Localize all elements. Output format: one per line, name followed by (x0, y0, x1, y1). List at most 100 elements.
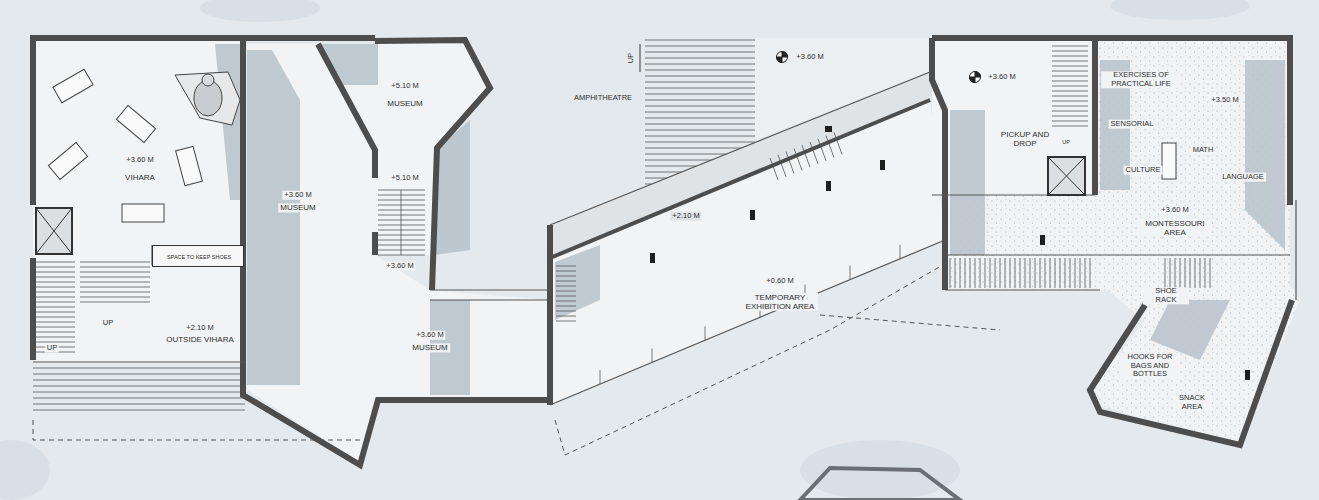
level-mark: +3.60 M (986, 73, 1017, 82)
stair-line (36, 337, 75, 338)
stair-line (645, 118, 755, 119)
stair-line (33, 386, 245, 387)
stair-line (33, 380, 245, 381)
stair-line (1052, 96, 1088, 97)
level-mark: +3.60 M (1159, 206, 1190, 215)
stair-line (378, 245, 425, 246)
stair-line (990, 258, 991, 288)
floors (33, 38, 1300, 462)
plan-label: UP (45, 344, 59, 353)
stair-line (1052, 81, 1088, 82)
plan-label: +2.10 M (670, 212, 701, 221)
stair-line (80, 302, 150, 303)
stair-line (36, 332, 75, 333)
stair-line (645, 124, 755, 125)
stair-line (556, 291, 576, 292)
stair-line (36, 327, 75, 328)
room: HOOKS FOR BAGS AND BOTTLES SNACK AREA (1100, 300, 1285, 438)
stair-line (1190, 258, 1191, 288)
stair-line (1025, 258, 1026, 288)
plan-label: MATH (1191, 146, 1216, 155)
stair-line (645, 70, 755, 71)
stair-line (960, 258, 961, 288)
stair-line (378, 190, 425, 191)
stair-line (778, 155, 786, 177)
stair-line (970, 258, 971, 288)
stair-line (378, 215, 425, 216)
plan-label: +3.60 M (794, 53, 825, 62)
stair-line (556, 311, 576, 312)
stair-line (850, 266, 851, 280)
stair-line (1185, 258, 1186, 288)
stair-line (36, 322, 75, 323)
room-name: MUSEUM (385, 99, 425, 108)
stair-line (1052, 101, 1088, 102)
room: +5.10 MMUSEUM (330, 50, 470, 145)
room: +2.10 MOUTSIDE VIHARA (80, 308, 245, 360)
room-name: MUSEUM (410, 343, 450, 352)
columns (650, 126, 1250, 380)
site-outline (800, 468, 960, 500)
stair-line (36, 277, 75, 278)
stair-line (645, 112, 755, 113)
stair-line (1055, 258, 1056, 288)
stair-line (1010, 258, 1011, 288)
stair-line (652, 348, 653, 362)
stair-line (645, 136, 755, 137)
stair-line (80, 292, 150, 293)
stair-line (1090, 258, 1091, 288)
stair-line (556, 266, 576, 267)
stair-line (1052, 91, 1088, 92)
stair-line (995, 258, 996, 288)
stair-line (645, 100, 755, 101)
stair-line (33, 404, 245, 405)
stair-line (36, 307, 75, 308)
furniture (48, 69, 1176, 222)
stair-line (1050, 258, 1051, 288)
dashed-outlines (33, 262, 1000, 455)
stair-line (378, 230, 425, 231)
stair-line (36, 267, 75, 268)
shadows (215, 44, 1285, 395)
stair-line (645, 142, 755, 143)
stair-line (33, 368, 245, 369)
stair-line (645, 46, 755, 47)
stair-line (645, 82, 755, 83)
stair-line (378, 235, 425, 236)
stair-line (1035, 258, 1036, 288)
stair-line (1080, 258, 1081, 288)
plan-label: AMPHITHEATRE (572, 94, 634, 103)
stair-line (378, 200, 425, 201)
stair-line (36, 342, 75, 343)
plan-label: EXERCISES OF PRACTICAL LIFE (1101, 71, 1181, 88)
stair-line (1085, 258, 1086, 288)
room-name: PICKUP AND DROP (998, 130, 1052, 148)
stair-line (556, 301, 576, 302)
room-name: VIHARA (123, 173, 157, 182)
repeated-linework (33, 40, 1210, 410)
stair-line (1060, 258, 1061, 288)
stair-line (645, 106, 755, 107)
stair-line (378, 255, 425, 256)
plan-label: CULTURE (1124, 166, 1163, 175)
stair-line (36, 282, 75, 283)
level-mark: HOOKS FOR BAGS AND BOTTLES (1120, 353, 1180, 379)
stair-line (1040, 258, 1041, 288)
plan-label: UP (1060, 139, 1072, 145)
stair-line (1005, 258, 1006, 288)
stair-line (1015, 258, 1016, 288)
level-mark: +3.60 M (414, 331, 445, 340)
plan-label: UP (627, 51, 636, 65)
plan-label: +3.60 M (384, 262, 415, 271)
stair-line (975, 258, 976, 288)
plan-label: LANGUAGE (1220, 173, 1266, 182)
room: +0.60 MTEMPORARY EXHIBITION AREA (560, 230, 930, 395)
stair-line (645, 178, 667, 179)
room-name: SNACK AREA (1173, 394, 1211, 411)
level-mark: +2.10 M (184, 324, 215, 333)
stair-line (980, 258, 981, 288)
room-name: SPACE TO KEEP SHOES (157, 254, 241, 260)
stair-line (950, 258, 951, 288)
stair-line (1180, 258, 1181, 288)
stair-line (645, 64, 755, 65)
